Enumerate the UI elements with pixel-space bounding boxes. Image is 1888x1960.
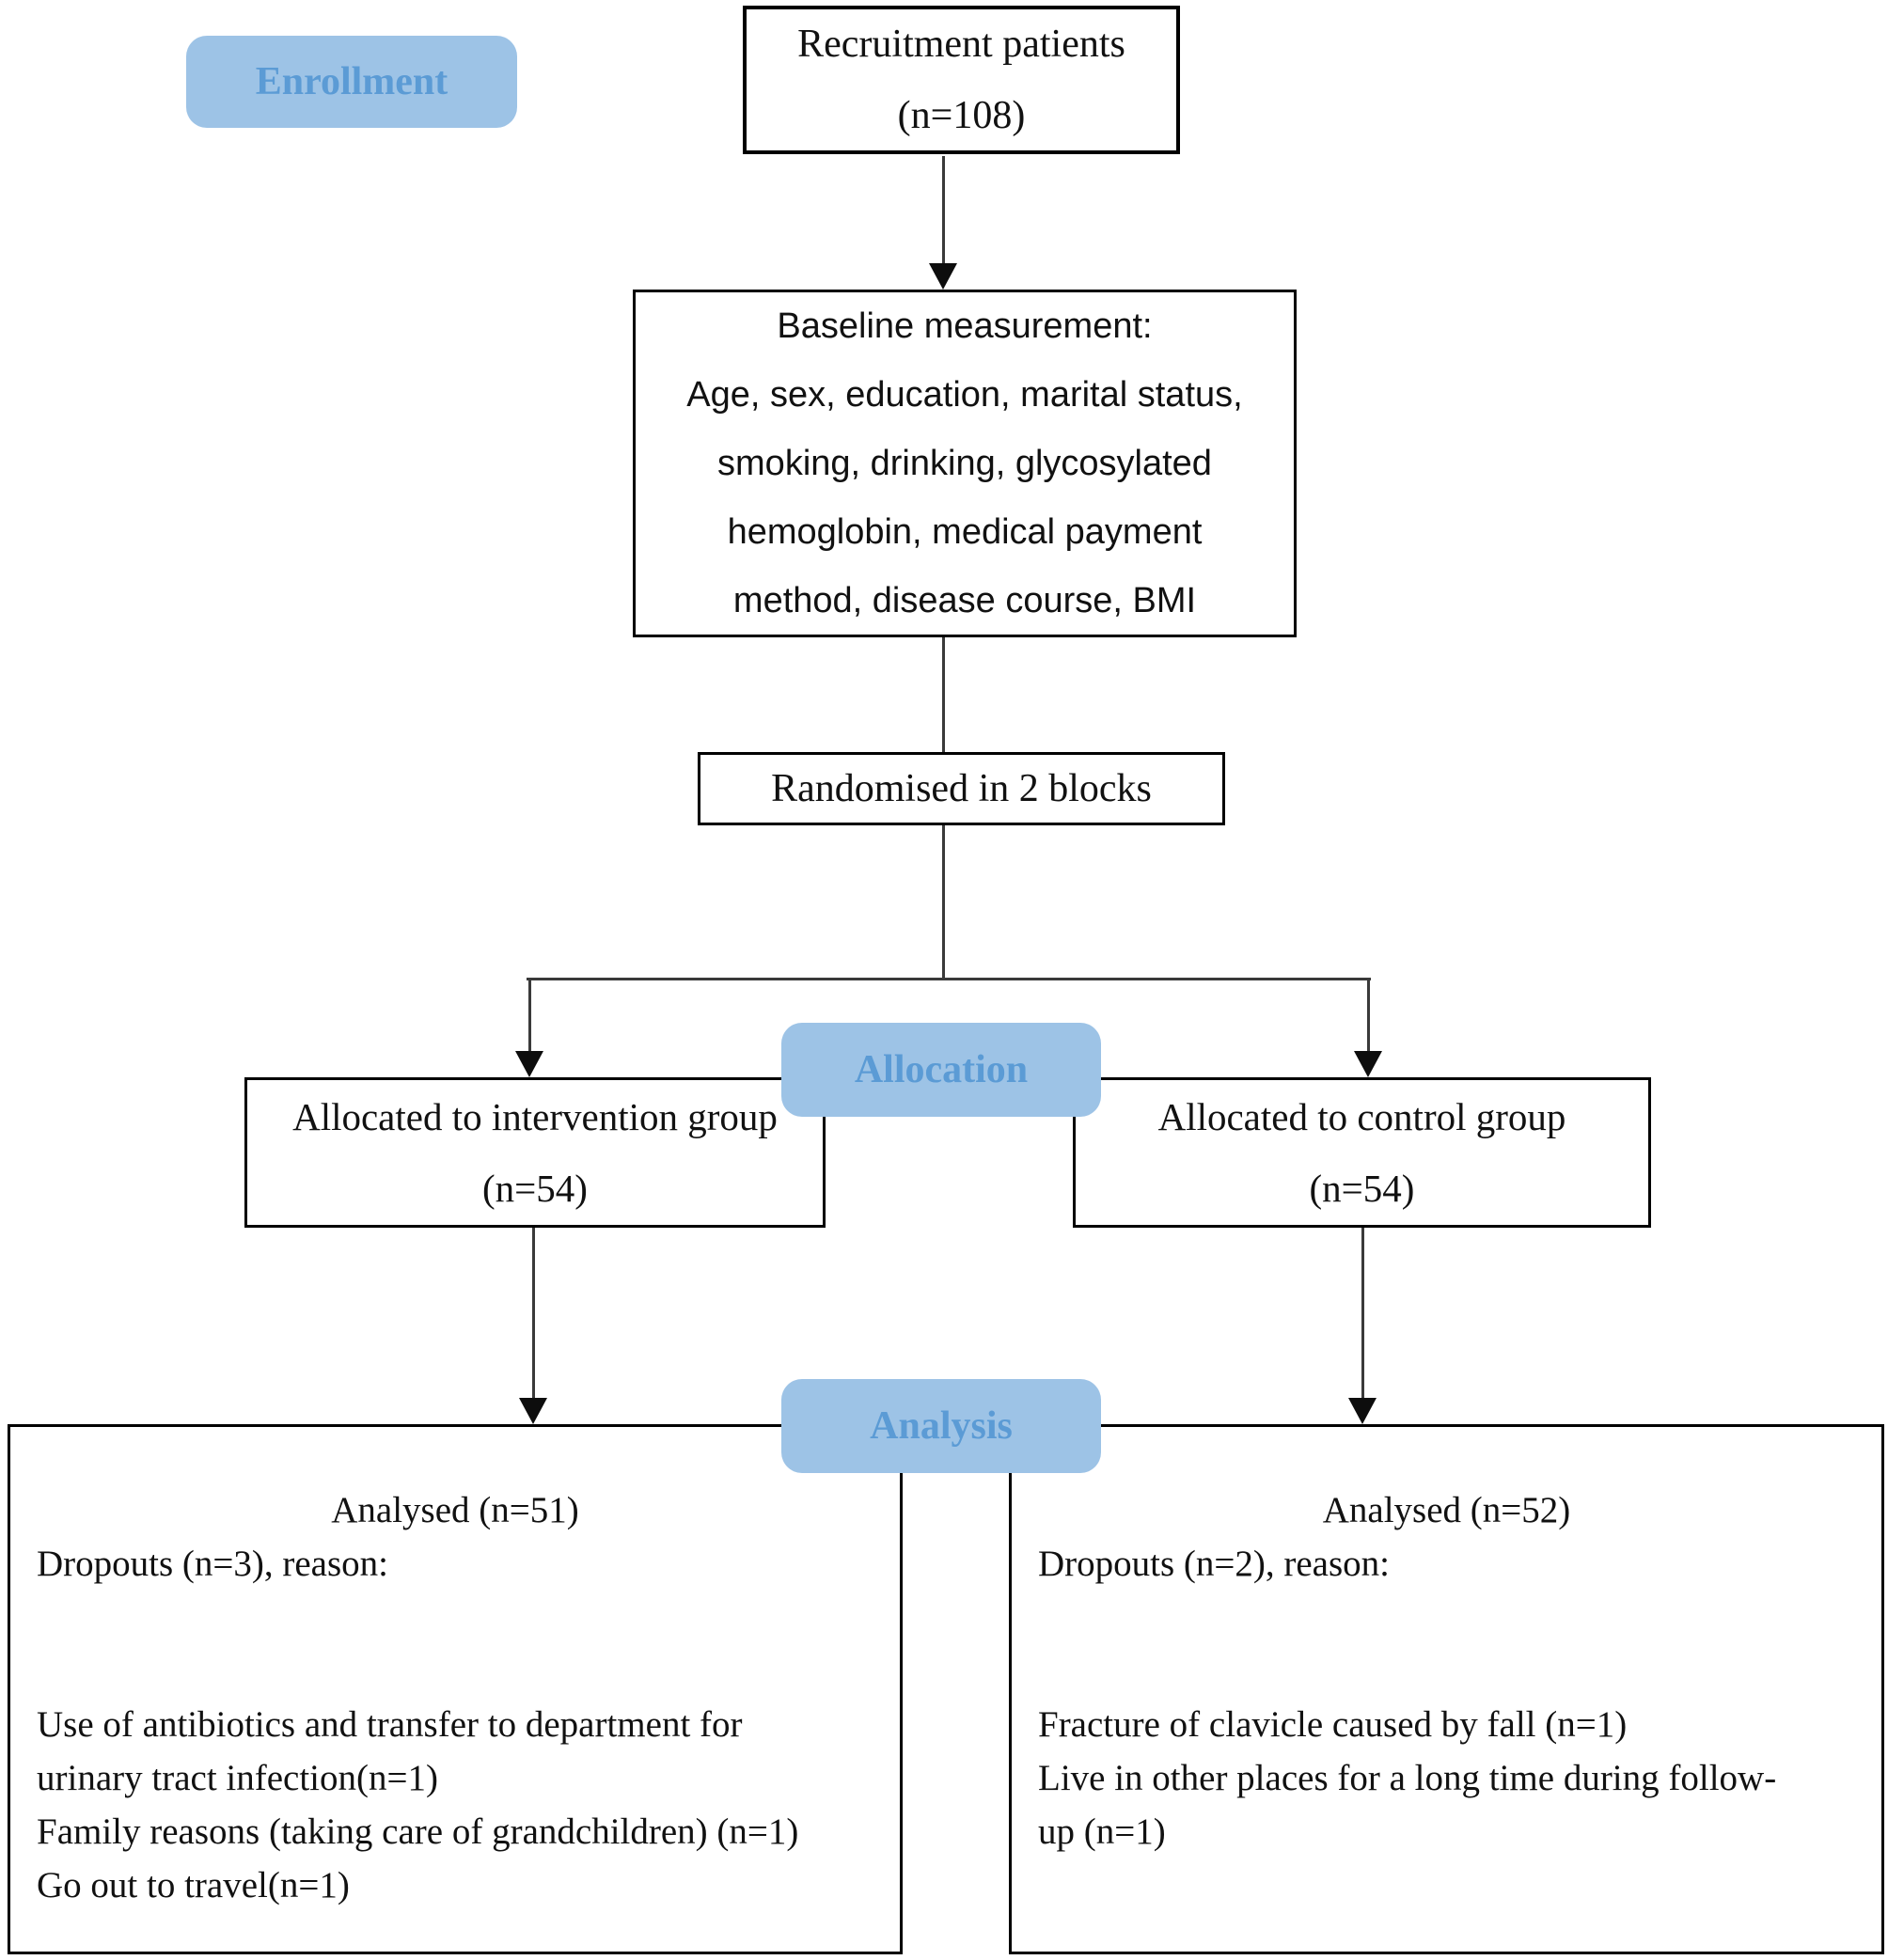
arrowhead-intervention — [515, 1051, 543, 1077]
control-line-1: Allocated to control group — [1157, 1095, 1566, 1138]
arrowhead-control — [1354, 1051, 1382, 1077]
control-count: (n=54) — [1309, 1167, 1415, 1210]
connector-split-control — [1367, 978, 1370, 1055]
control-group-box: Allocated to control group (n=54) — [1073, 1077, 1651, 1228]
enrollment-stage-badge: Enrollment — [186, 36, 517, 128]
baseline-line-5: method, disease course, BMI — [732, 580, 1197, 620]
recruitment-line-1: Recruitment patients — [797, 23, 1125, 66]
connector-intervention-analysis — [532, 1228, 535, 1399]
connector-baseline-randomised — [942, 637, 945, 752]
dropouts-left: Dropouts (n=3), reason: — [37, 1544, 389, 1584]
dropout-reason-fracture: Fracture of clavicle caused by fall (n=1… — [1038, 1704, 1628, 1745]
baseline-line-4: hemoglobin, medical payment — [727, 511, 1203, 552]
dropout-reason-antibiotics-1: Use of antibiotics and transfer to depar… — [37, 1704, 743, 1745]
intervention-count: (n=54) — [482, 1167, 588, 1210]
blank-line — [1012, 1591, 1881, 1644]
blank-line — [10, 1644, 900, 1698]
baseline-title: Baseline measurement: — [777, 306, 1153, 346]
analysed-left-count: Analysed (n=51) — [331, 1490, 579, 1530]
recruitment-count: (n=108) — [897, 94, 1026, 137]
dropout-reason-away-2: up (n=1) — [1038, 1811, 1166, 1852]
blank-line — [1012, 1644, 1881, 1698]
analysed-right-count: Analysed (n=52) — [1322, 1490, 1571, 1530]
arrowhead-analysis-left — [519, 1398, 547, 1424]
connector-split-intervention — [528, 978, 531, 1055]
intervention-line-1: Allocated to intervention group — [292, 1095, 778, 1138]
dropout-reason-family: Family reasons (taking care of grandchil… — [37, 1811, 799, 1852]
dropout-reason-travel: Go out to travel(n=1) — [37, 1865, 350, 1905]
recruitment-box: Recruitment patients (n=108) — [743, 6, 1180, 154]
analysis-control-box: Analysed (n=52) Dropouts (n=2), reason: … — [1009, 1424, 1884, 1954]
baseline-line-3: smoking, drinking, glycosylated — [717, 443, 1212, 483]
baseline-measurement-box: Baseline measurement: Age, sex, educatio… — [633, 290, 1297, 637]
connector-randomised-split — [942, 825, 945, 980]
baseline-line-2: Age, sex, education, marital status, — [686, 374, 1243, 415]
connector-recruitment-baseline — [942, 156, 945, 267]
blank-line — [10, 1591, 900, 1644]
connector-control-analysis — [1361, 1228, 1364, 1399]
split-horizontal-line — [527, 978, 1371, 980]
arrowhead-baseline — [929, 263, 957, 290]
arrowhead-analysis-right — [1348, 1398, 1377, 1424]
randomised-label: Randomised in 2 blocks — [771, 767, 1152, 810]
dropout-reason-antibiotics-2: urinary tract infection(n=1) — [37, 1758, 438, 1798]
randomised-box: Randomised in 2 blocks — [698, 752, 1225, 825]
dropout-reason-away-1: Live in other places for a long time dur… — [1038, 1758, 1777, 1798]
dropouts-right: Dropouts (n=2), reason: — [1038, 1544, 1391, 1584]
allocation-stage-badge: Allocation — [781, 1023, 1101, 1117]
analysis-intervention-box: Analysed (n=51) Dropouts (n=3), reason: … — [8, 1424, 903, 1954]
intervention-group-box: Allocated to intervention group (n=54) — [244, 1077, 826, 1228]
analysis-stage-badge: Analysis — [781, 1379, 1101, 1473]
